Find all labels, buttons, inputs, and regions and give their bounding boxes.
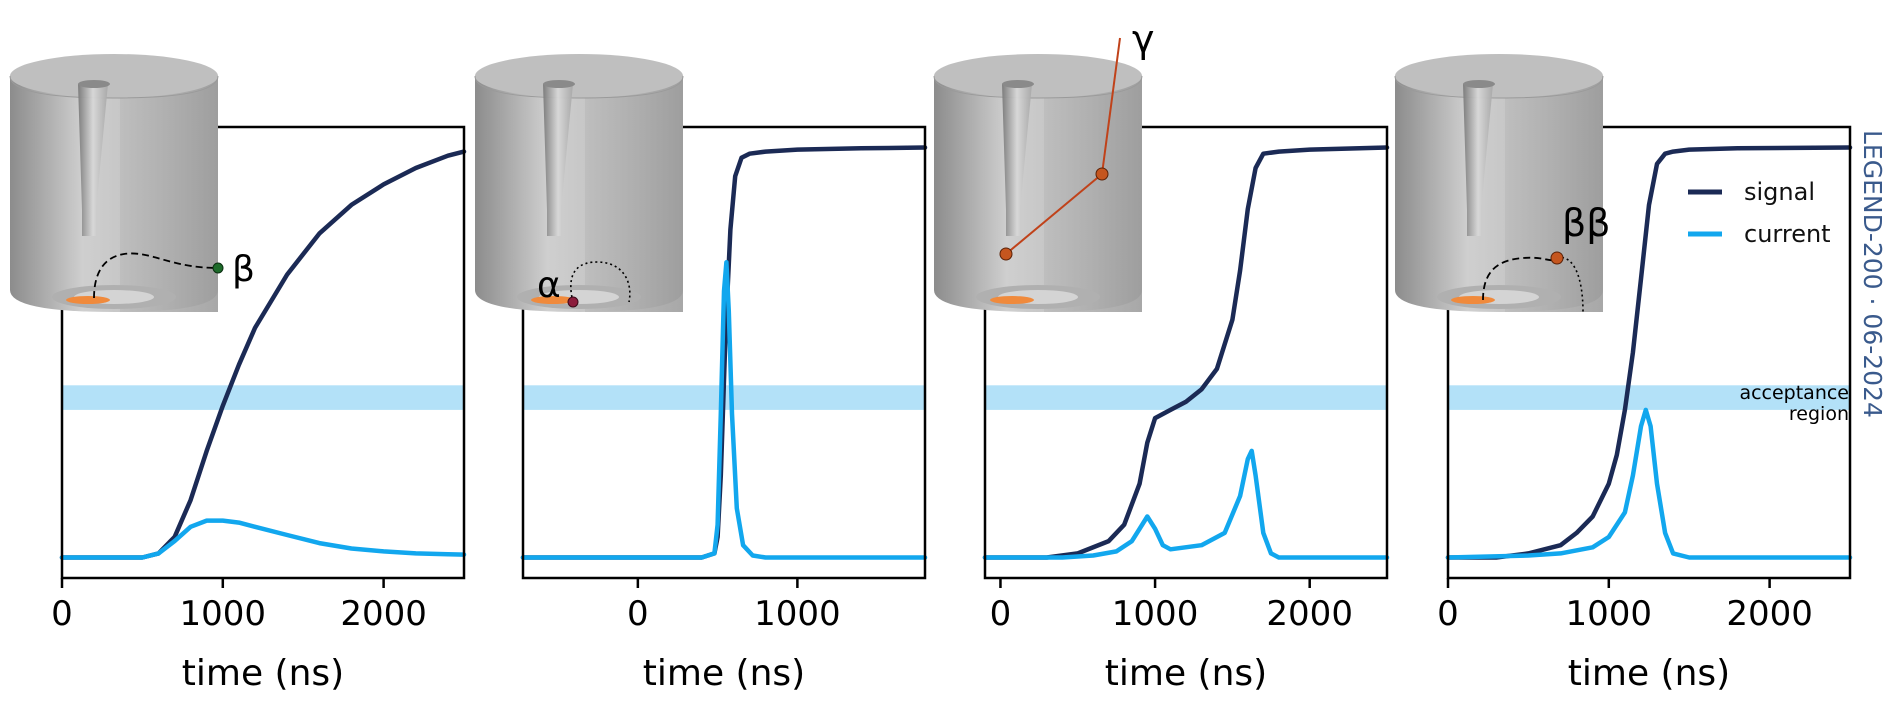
acceptance-label-line1: acceptance (1739, 382, 1849, 404)
detector-illustration-alpha (474, 54, 684, 312)
series-current-gamma (982, 448, 1390, 560)
x-tick-label-alpha: 1000 (754, 594, 841, 634)
x-tick-label-double-beta: 1000 (1566, 594, 1653, 634)
plot-frame-beta (60, 125, 466, 580)
watermark-text: LEGEND-200 · 06-2024 (1858, 130, 1887, 418)
panel-alpha: 0 1000 time (ns) α (474, 54, 928, 694)
plot-frame-gamma (983, 125, 1389, 580)
event-label-beta: β (232, 249, 255, 290)
panel-beta: 0 1000 2000 time (ns) β (9, 54, 467, 694)
alpha-track-icon (567, 261, 631, 308)
x-tick-label-gamma: 0 (990, 594, 1012, 634)
hpge-detector-icon (1394, 54, 1604, 312)
plot-area-alpha: 0 1000 time (ns) (520, 125, 928, 694)
double-beta-track-icon (1482, 251, 1584, 313)
legend: signal current (1688, 178, 1831, 248)
detector-illustration-beta (9, 54, 224, 312)
x-axis-label-alpha: time (ns) (643, 653, 805, 694)
hpge-detector-icon (9, 54, 219, 312)
hpge-detector-icon (474, 54, 684, 312)
series-current-beta (59, 518, 467, 560)
detector-illustration-double-beta (1394, 54, 1604, 313)
x-tick-label-gamma: 2000 (1266, 594, 1353, 634)
series-current-alpha (520, 260, 928, 560)
x-axis-label-double-beta: time (ns) (1568, 653, 1730, 694)
event-label-double-beta: ββ (1562, 201, 1611, 245)
acceptance-band-gamma (985, 385, 1387, 410)
gamma-track-icon (999, 37, 1121, 261)
plot-frame-double-beta (1446, 125, 1852, 580)
x-axis-label-gamma: time (ns) (1105, 653, 1267, 694)
acceptance-label-line2: region (1789, 403, 1849, 425)
x-axis-label-beta: time (ns) (182, 653, 344, 694)
series-signal-gamma (982, 145, 1390, 560)
legend-current-label: current (1744, 220, 1831, 248)
acceptance-region-label: acceptance region (1739, 382, 1849, 425)
plot-area-gamma: 0 1000 2000 time (ns) (982, 125, 1390, 694)
x-tick-label-gamma: 1000 (1112, 594, 1199, 634)
x-tick-label-alpha: 0 (627, 594, 649, 634)
event-label-alpha: α (537, 265, 561, 306)
x-tick-label-double-beta: 2000 (1726, 594, 1813, 634)
hpge-detector-icon (933, 54, 1143, 312)
acceptance-band-double-beta (1448, 385, 1850, 410)
series-current-double-beta (1445, 407, 1853, 560)
beta-track-icon (93, 252, 224, 299)
plot-area-beta: 0 1000 2000 time (ns) (51, 125, 467, 694)
acceptance-band-beta (62, 385, 464, 410)
event-label-gamma: γ (1132, 17, 1155, 61)
detector-illustration-gamma (933, 37, 1143, 312)
legend-signal-label: signal (1744, 178, 1815, 206)
x-tick-label-beta: 2000 (340, 594, 427, 634)
x-tick-label-double-beta: 0 (1437, 594, 1459, 634)
x-tick-label-beta: 1000 (180, 594, 267, 634)
panel-double-beta: 0 1000 2000 time (ns) ββ (1394, 54, 1853, 694)
plot-area-double-beta: 0 1000 2000 time (ns) (1437, 125, 1853, 694)
plot-frame-alpha (521, 125, 927, 580)
panel-gamma: 0 1000 2000 time (ns) γ (933, 17, 1390, 694)
series-signal-double-beta (1445, 145, 1853, 560)
x-tick-label-beta: 0 (51, 594, 73, 634)
